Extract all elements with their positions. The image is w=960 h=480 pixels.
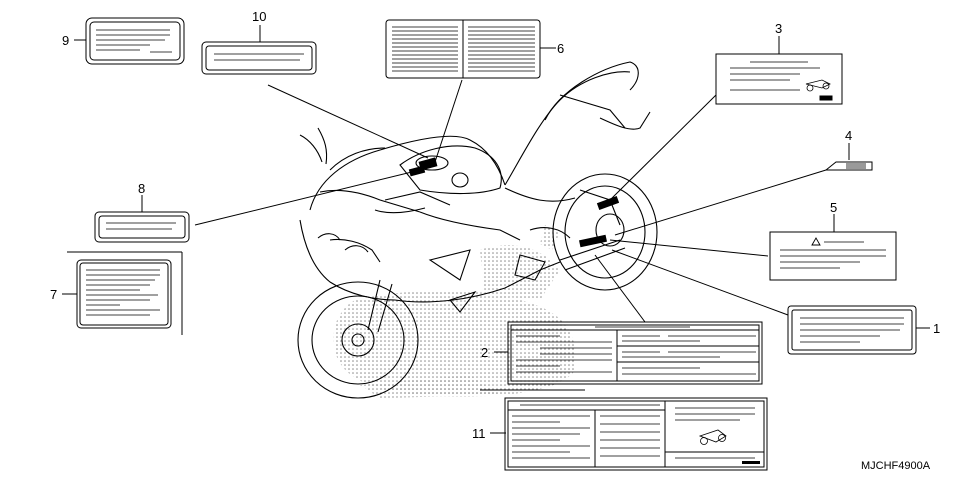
- callout-4: 4: [845, 128, 852, 143]
- warning-triangle-icon: [811, 237, 821, 246]
- callout-11: 11: [472, 426, 486, 441]
- label-5: [769, 231, 897, 281]
- label-1: [787, 305, 917, 355]
- callout-8: 8: [138, 181, 145, 196]
- label-6: [385, 19, 541, 79]
- callout-6: 6: [557, 41, 564, 56]
- motorcycle-pictogram-icon: [698, 429, 727, 445]
- callout-1: 1: [933, 321, 940, 336]
- callout-5: 5: [830, 200, 837, 215]
- label-8: [94, 211, 190, 243]
- leader-lines: [62, 25, 930, 434]
- callout-2: 2: [481, 345, 488, 360]
- label-10: [201, 41, 317, 75]
- callout-10: 10: [252, 9, 266, 24]
- callout-7: 7: [50, 287, 57, 302]
- motorcycle-pictogram-icon: [805, 79, 831, 92]
- label-7: [76, 259, 172, 329]
- callout-3: 3: [775, 21, 782, 36]
- callout-numbers: 9 10 6 3 4 5 1 2 8 7 11 MJCHF4900A: [50, 9, 940, 472]
- drawing-code: MJCHF4900A: [861, 460, 931, 472]
- label-2: [507, 321, 763, 385]
- label-9: [85, 17, 185, 65]
- label-4: [824, 161, 873, 171]
- callout-9: 9: [62, 33, 69, 48]
- motorcycle-illustration: [297, 61, 658, 399]
- label-3: [715, 53, 843, 105]
- label-11: [504, 397, 768, 471]
